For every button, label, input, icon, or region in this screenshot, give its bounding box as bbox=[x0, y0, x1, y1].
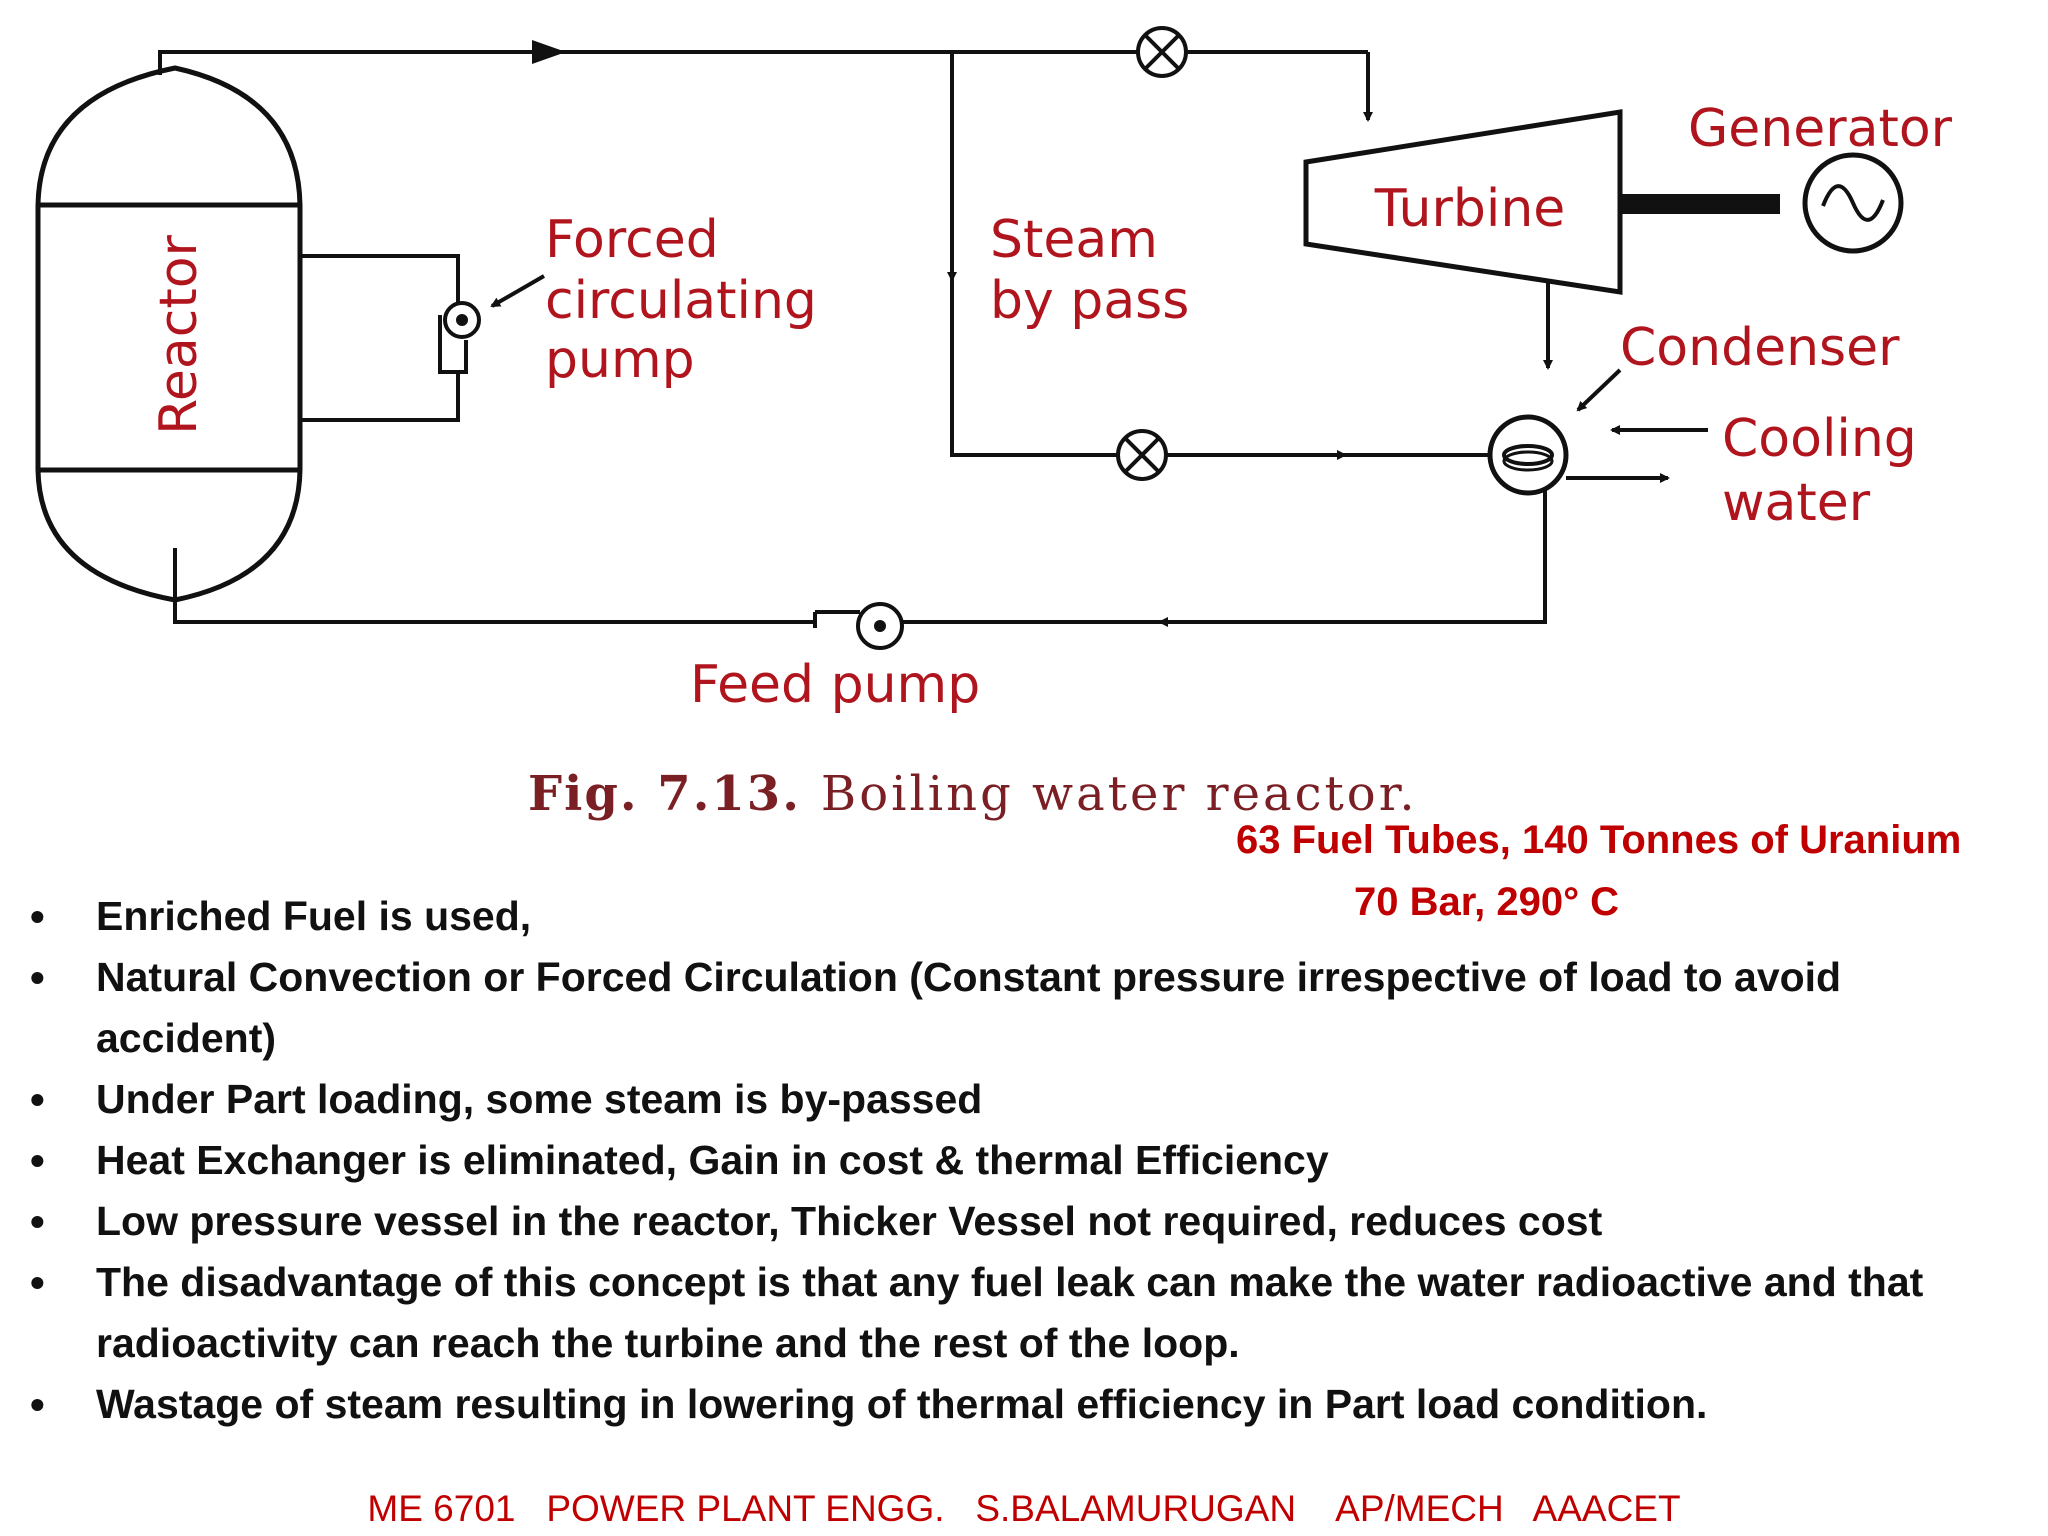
bullet-item: Heat Exchanger is eliminated, Gain in co… bbox=[30, 1130, 2030, 1191]
bullet-item: Enriched Fuel is used, bbox=[30, 886, 2030, 947]
reactor-vessel: Reactor bbox=[35, 65, 303, 603]
bullet-item: Wastage of steam resulting in lowering o… bbox=[30, 1374, 2030, 1435]
forced-pump-label-3: pump bbox=[545, 330, 695, 390]
forced-pump-icon bbox=[438, 301, 481, 374]
turbine: Turbine bbox=[1303, 109, 1623, 295]
feed-pump-label: Feed pump bbox=[690, 655, 980, 715]
bypass-valve-icon bbox=[1116, 429, 1168, 481]
cooling-water-label-1: Cooling bbox=[1722, 409, 1917, 469]
bullet-item: The disadvantage of this concept is that… bbox=[30, 1252, 2030, 1374]
main-steam-line bbox=[158, 26, 1373, 122]
spec-line-fuel: 63 Fuel Tubes, 140 Tonnes of Uranium bbox=[1236, 818, 1962, 862]
circulation-loop bbox=[300, 254, 545, 422]
cooling-water-label-2: water bbox=[1722, 473, 1871, 533]
figure-caption: Fig. 7.13. Boiling water reactor. bbox=[528, 766, 1418, 822]
bullet-list: Enriched Fuel is used, Natural Convectio… bbox=[30, 886, 2030, 1435]
condenser-icon bbox=[1487, 414, 1569, 496]
steam-bypass-label-2: by pass bbox=[990, 271, 1189, 331]
bullet-item: Low pressure vessel in the reactor, Thic… bbox=[30, 1191, 2030, 1252]
steam-bypass-label-1: Steam bbox=[990, 210, 1158, 270]
turbine-label: Turbine bbox=[1374, 179, 1566, 239]
feed-pump-icon bbox=[813, 602, 904, 650]
figure-caption-number: Fig. 7.13. bbox=[528, 766, 801, 822]
bullet-item: Under Part loading, some steam is by-pas… bbox=[30, 1069, 2030, 1130]
bullet-item: Natural Convection or Forced Circulation… bbox=[30, 947, 2030, 1069]
footer-text: ME 6701 POWER PLANT ENGG. S.BALAMURUGAN … bbox=[367, 1488, 1681, 1529]
main-steam-valve-icon bbox=[1136, 26, 1188, 78]
condenser-pointer bbox=[1576, 368, 1622, 412]
forced-pump-label-2: circulating bbox=[545, 271, 817, 331]
bwr-diagram: Reactor Forced circulating pump bbox=[35, 26, 1953, 822]
forced-pump-label-1: Forced bbox=[545, 210, 719, 270]
bypass-line bbox=[947, 52, 1492, 481]
turbine-generator-shaft bbox=[1620, 194, 1780, 214]
figure-caption-title: Boiling water reactor. bbox=[821, 766, 1418, 822]
reactor-label: Reactor bbox=[149, 234, 209, 434]
generator-icon bbox=[1802, 152, 1904, 254]
feedwater-line bbox=[173, 490, 1547, 627]
condenser-label: Condenser bbox=[1620, 318, 1900, 378]
generator-label: Generator bbox=[1688, 99, 1953, 159]
